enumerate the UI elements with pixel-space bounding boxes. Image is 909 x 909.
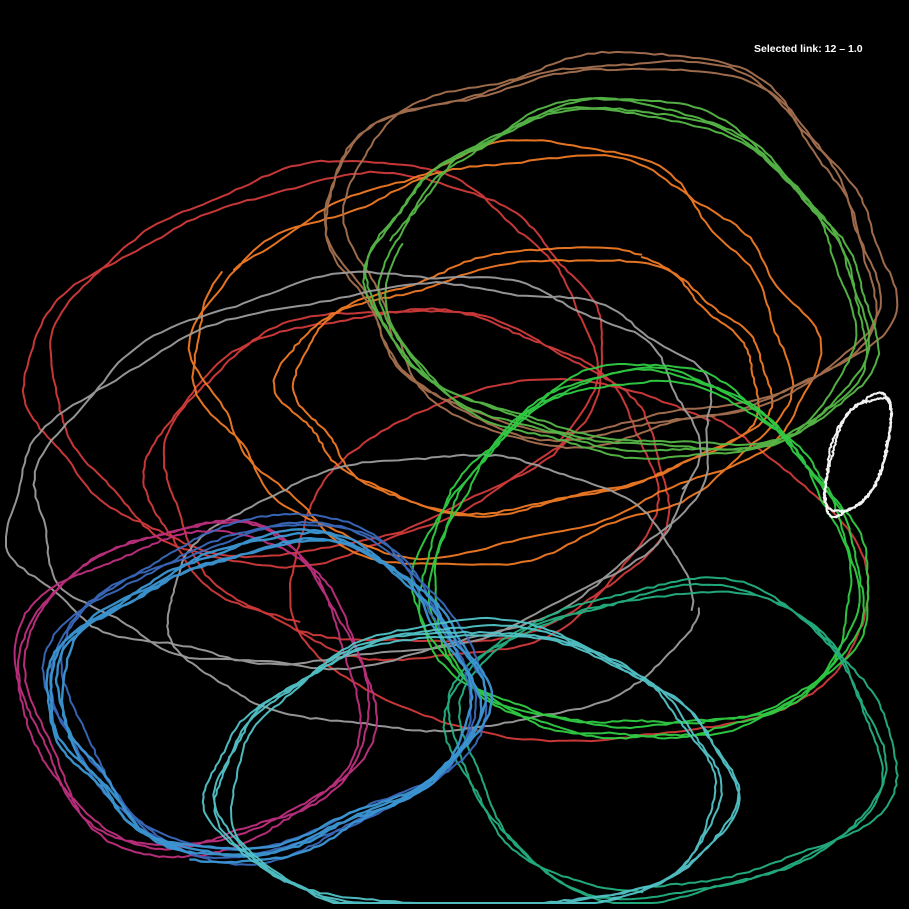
- link-trajectory-9[interactable]: [442, 576, 899, 904]
- link-trajectory-7-1[interactable]: [5, 270, 713, 671]
- selected-link-label: Selected link:: [754, 43, 822, 55]
- selected-link-status: Selected link: 12 – 1.0: [754, 43, 863, 55]
- link-trajectory-8[interactable]: [410, 363, 870, 740]
- link-trajectory-2[interactable]: [142, 307, 671, 662]
- link-trajectory-6[interactable]: [362, 96, 881, 460]
- link-trajectory-11[interactable]: [41, 512, 488, 866]
- link-trajectory-4[interactable]: [272, 246, 774, 518]
- link-trajectory-10[interactable]: [13, 518, 379, 859]
- link-trajectory-5[interactable]: [323, 50, 899, 450]
- link-trajectory-14[interactable]: [822, 391, 894, 519]
- link-trajectory-3[interactable]: [187, 139, 823, 566]
- link-trajectory-13[interactable]: [201, 616, 741, 904]
- selected-link-value: 12 – 1.0: [824, 43, 863, 55]
- link-trajectory-12[interactable]: [45, 528, 493, 864]
- link-trajectory-1-1[interactable]: [21, 159, 603, 569]
- link-trajectories: [5, 50, 899, 904]
